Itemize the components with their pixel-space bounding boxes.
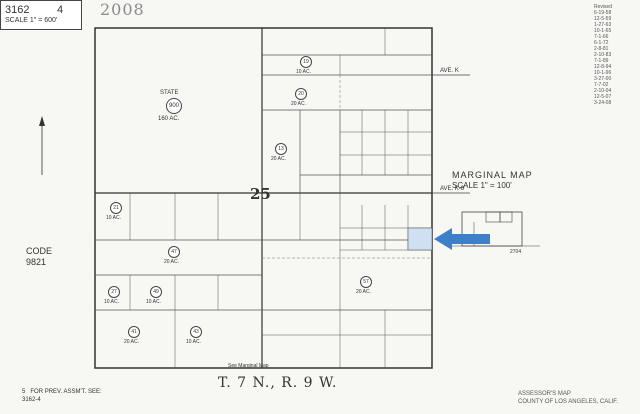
footer-right-2: COUNTY OF LOS ANGELES, CALIF. (518, 399, 618, 405)
parcel-43: 43 (190, 326, 202, 338)
parcel-21-acres: 10 AC. (106, 215, 122, 221)
map-year: 2008 (100, 0, 145, 19)
parcel-47: 47 (168, 246, 180, 258)
code-label: CODE (26, 246, 53, 256)
parcel-13-acres: 20 AC. (271, 156, 287, 162)
map-header-box: 3162 4 SCALE 1" = 600' (0, 0, 82, 30)
parcel-19: 19 (300, 56, 312, 68)
footer-left-text: FOR PREV. ASSM'T. SEE: (30, 389, 102, 395)
parcel-19-acres: 10 AC. (296, 69, 312, 75)
revision-entry: 12-8-94 (594, 64, 612, 70)
code-value: 9821 (26, 257, 47, 267)
avenue-k: AVE. K (440, 68, 459, 74)
footer-left-num: 5 (22, 389, 26, 395)
marginal-ref: 2704 (510, 249, 522, 255)
footer-right-1: ASSESSOR'S MAP (518, 391, 571, 397)
parcel-47-acres: 20 AC. (164, 259, 180, 265)
parcel-state-number: 900 (166, 98, 182, 114)
revision-entry: 12-5-07 (594, 94, 612, 100)
parcel-57-acres: 20 AC. (356, 289, 372, 295)
parcel-20: 20 (295, 88, 307, 100)
parcel-49-acres: 10 AC. (146, 299, 162, 305)
marginal-map-scale: SCALE 1" = 100' (452, 181, 512, 190)
parcel-state-label: STATE (160, 90, 179, 96)
tax-code: CODE 9821 (26, 246, 52, 268)
revision-entry: 2-10-83 (594, 52, 612, 58)
parcel-27-acres: 10 AC. (104, 299, 120, 305)
revision-entry: Revised (594, 4, 613, 10)
avenue-k8: AVE. K-8 (440, 186, 465, 192)
parcel-43-acres: 10 AC. (186, 339, 202, 345)
section-number: 25 (250, 185, 271, 203)
revision-entry: 2-10-04 (594, 88, 612, 94)
map-scale: SCALE 1" = 600' (5, 17, 58, 24)
revision-entry: 1-27-63 (594, 22, 612, 28)
parcel-57: 57 (360, 276, 372, 288)
footer-left-ref: 3162-4 (22, 397, 41, 403)
revision-entry: 7-1-89 (594, 58, 609, 64)
revision-entry: 6-1-72 (594, 40, 609, 46)
book-number: 3162 (5, 4, 30, 16)
revision-entry: 7-1-66 (594, 34, 609, 40)
parcel-41-acres: 20 AC. (124, 339, 140, 345)
see-marginal-note: See Marginal Map (228, 363, 269, 369)
revision-entry: 3-24-08 (594, 100, 612, 106)
township-range: T. 7 N., R. 9 W. (218, 375, 338, 391)
parcel-21: 21 (110, 202, 122, 214)
revision-entry: 12-5-59 (594, 16, 612, 22)
parcel-41: 41 (128, 326, 140, 338)
parcel-20-acres: 20 AC. (291, 101, 307, 107)
parcel-state-acres: 160 AC. (158, 116, 180, 122)
page-number: 4 (57, 4, 64, 16)
revision-entry: 3-27-00 (594, 76, 612, 82)
revision-entry: 10-1-96 (594, 70, 612, 76)
parcel-13: 13 (275, 143, 287, 155)
footer-county: ASSESSOR'S MAP COUNTY OF LOS ANGELES, CA… (518, 390, 618, 406)
parcel-27: 27 (108, 286, 120, 298)
revision-entry: 10-1-65 (594, 28, 612, 34)
parcel-49: 49 (150, 286, 162, 298)
revision-entry: 6-19-58 (594, 10, 612, 16)
revision-entry: 7-7-02 (594, 82, 609, 88)
footer-prev-assessment: 5 FOR PREV. ASSM'T. SEE: 3162-4 (22, 388, 102, 404)
revision-entry: 2-8-81 (594, 46, 609, 52)
marginal-map-title: MARGINAL MAP (452, 170, 533, 180)
